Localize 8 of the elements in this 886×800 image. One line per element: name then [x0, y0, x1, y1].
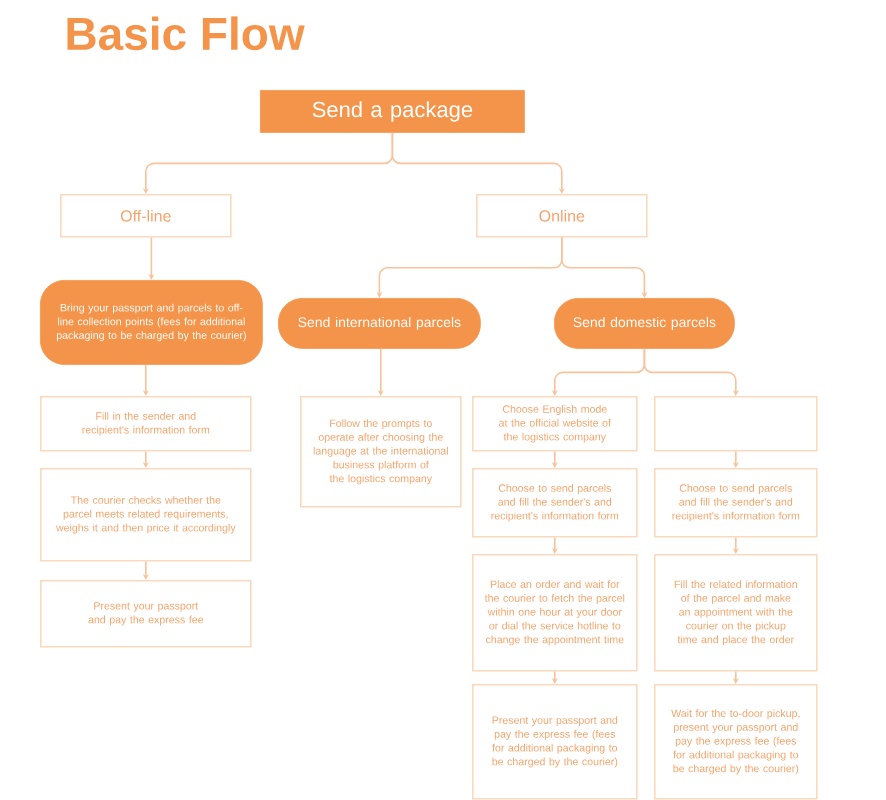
process-box: Online: [476, 194, 648, 238]
arrow: [561, 236, 648, 298]
process-box: Off-line: [60, 194, 232, 238]
header-box: Send a package: [260, 90, 525, 133]
empty-box: [654, 396, 818, 452]
arrow: [391, 132, 565, 194]
title: Basic Flow: [67, 16, 305, 51]
arrow: [643, 348, 739, 396]
